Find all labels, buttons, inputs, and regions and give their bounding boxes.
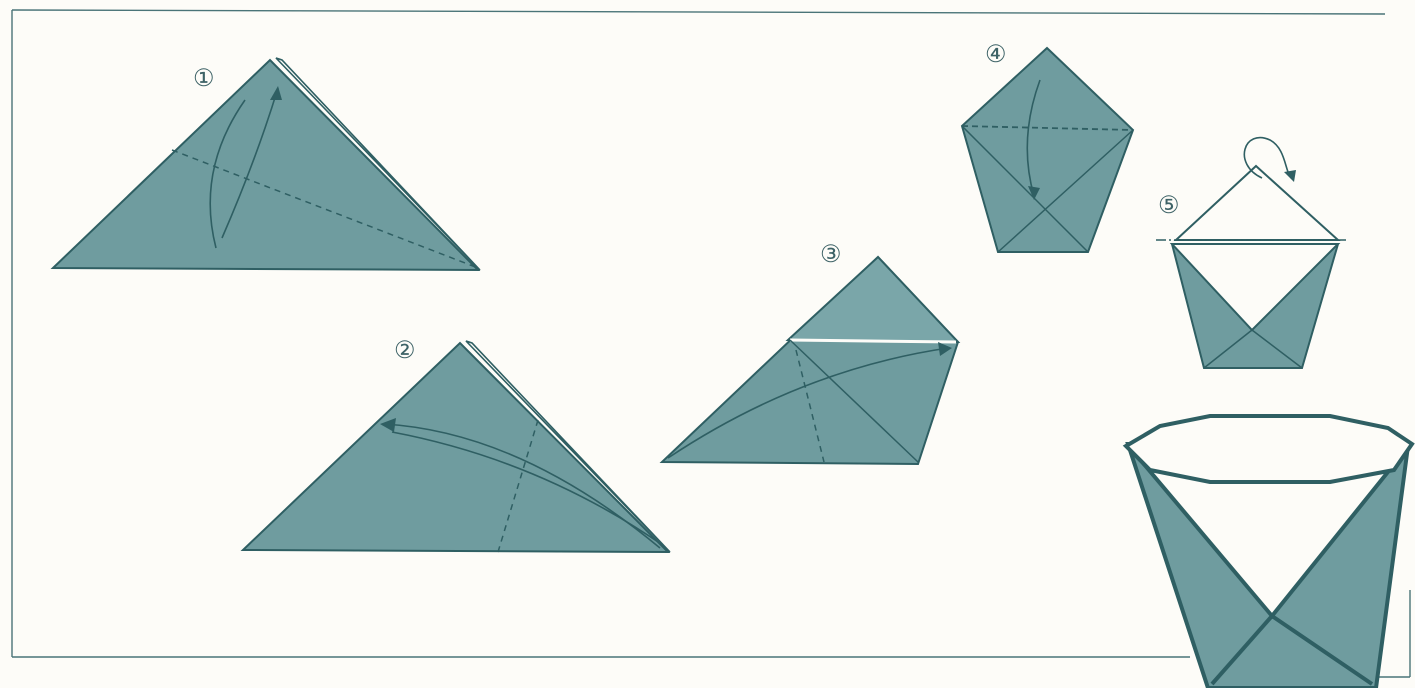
step-5-number: ⑤ <box>1158 193 1180 217</box>
step-1-number: ① <box>193 66 215 90</box>
step-4-figure <box>962 48 1134 252</box>
cup-rim <box>1126 416 1412 482</box>
step-1-figure <box>53 58 480 270</box>
finished-cup-figure <box>1126 416 1412 688</box>
step-5-top-flap <box>1176 166 1338 240</box>
step-5-arrow-head <box>1284 170 1296 182</box>
step-3-number: ③ <box>820 242 842 266</box>
step-3-flap <box>788 257 958 342</box>
step-5-figure <box>1156 138 1346 368</box>
step-4-number: ④ <box>985 42 1007 66</box>
step-3-figure <box>662 257 960 464</box>
step-2-figure <box>243 341 670 552</box>
step-2-number: ② <box>394 338 416 362</box>
step-1-paper <box>53 60 478 270</box>
step-4-paper <box>962 48 1133 252</box>
step-3-fold-top <box>790 340 956 342</box>
